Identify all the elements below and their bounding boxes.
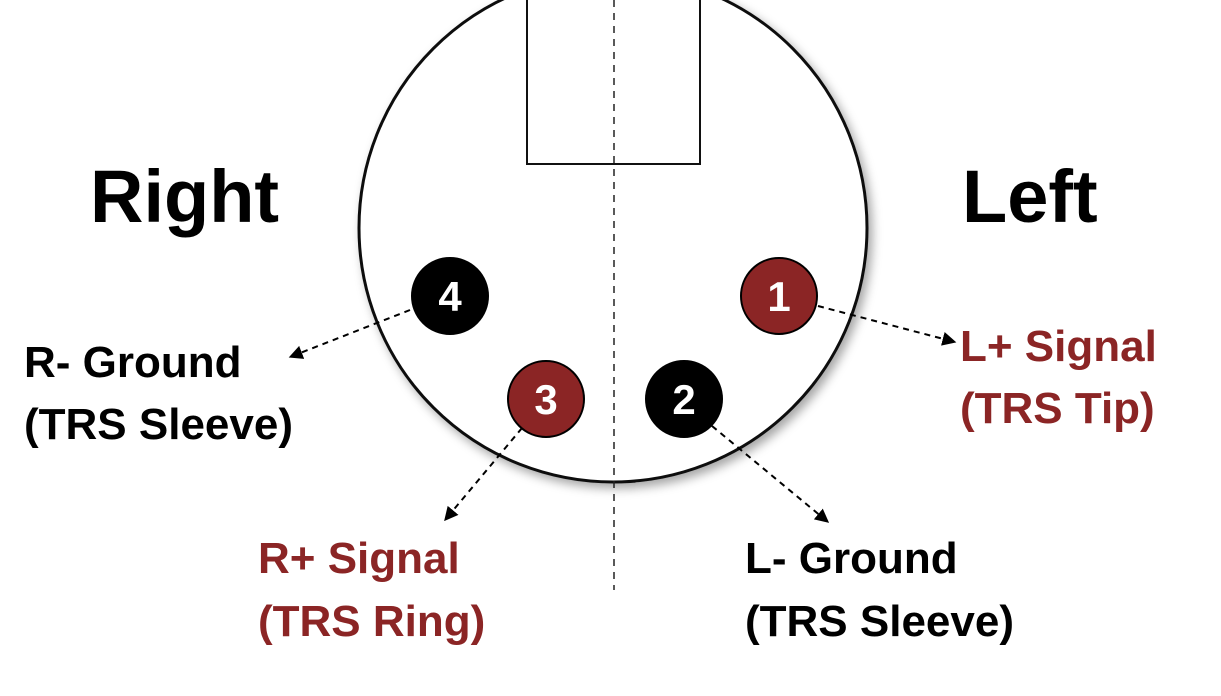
pin-3-number: 3 — [534, 376, 557, 423]
pin-1: 1 — [740, 257, 818, 335]
left-side-title: Left — [962, 155, 1098, 238]
pin3-arrow — [444, 427, 523, 522]
right-side-title: Right — [90, 155, 279, 238]
pin-4-number: 4 — [438, 273, 462, 320]
pin-2-number: 2 — [672, 376, 695, 423]
pin1-label-line2: (TRS Tip) — [960, 384, 1155, 433]
pin4-label-line2: (TRS Sleeve) — [24, 400, 293, 449]
connector-body — [357, 0, 869, 484]
pin4-label-line1: R- Ground — [24, 338, 242, 387]
pin-4: 4 — [411, 257, 489, 335]
pin2-label-line2: (TRS Sleeve) — [745, 597, 1014, 646]
pin1-label-line1: L+ Signal — [960, 322, 1157, 371]
pin4-label: R- Ground (TRS Sleeve) — [24, 338, 293, 449]
pin-1-number: 1 — [767, 273, 790, 320]
pin2-arrow — [711, 425, 830, 523]
pin2-label-line1: L- Ground — [745, 534, 958, 583]
pin1-label: L+ Signal (TRS Tip) — [960, 322, 1157, 433]
pin1-arrow — [817, 305, 957, 346]
pin-3: 3 — [507, 360, 585, 438]
pin3-label-line2: (TRS Ring) — [258, 597, 485, 646]
pin-2: 2 — [645, 360, 723, 438]
pin3-label-line1: R+ Signal — [258, 534, 460, 583]
pin2-label: L- Ground (TRS Sleeve) — [745, 534, 1014, 646]
pin3-label: R+ Signal (TRS Ring) — [258, 534, 485, 646]
